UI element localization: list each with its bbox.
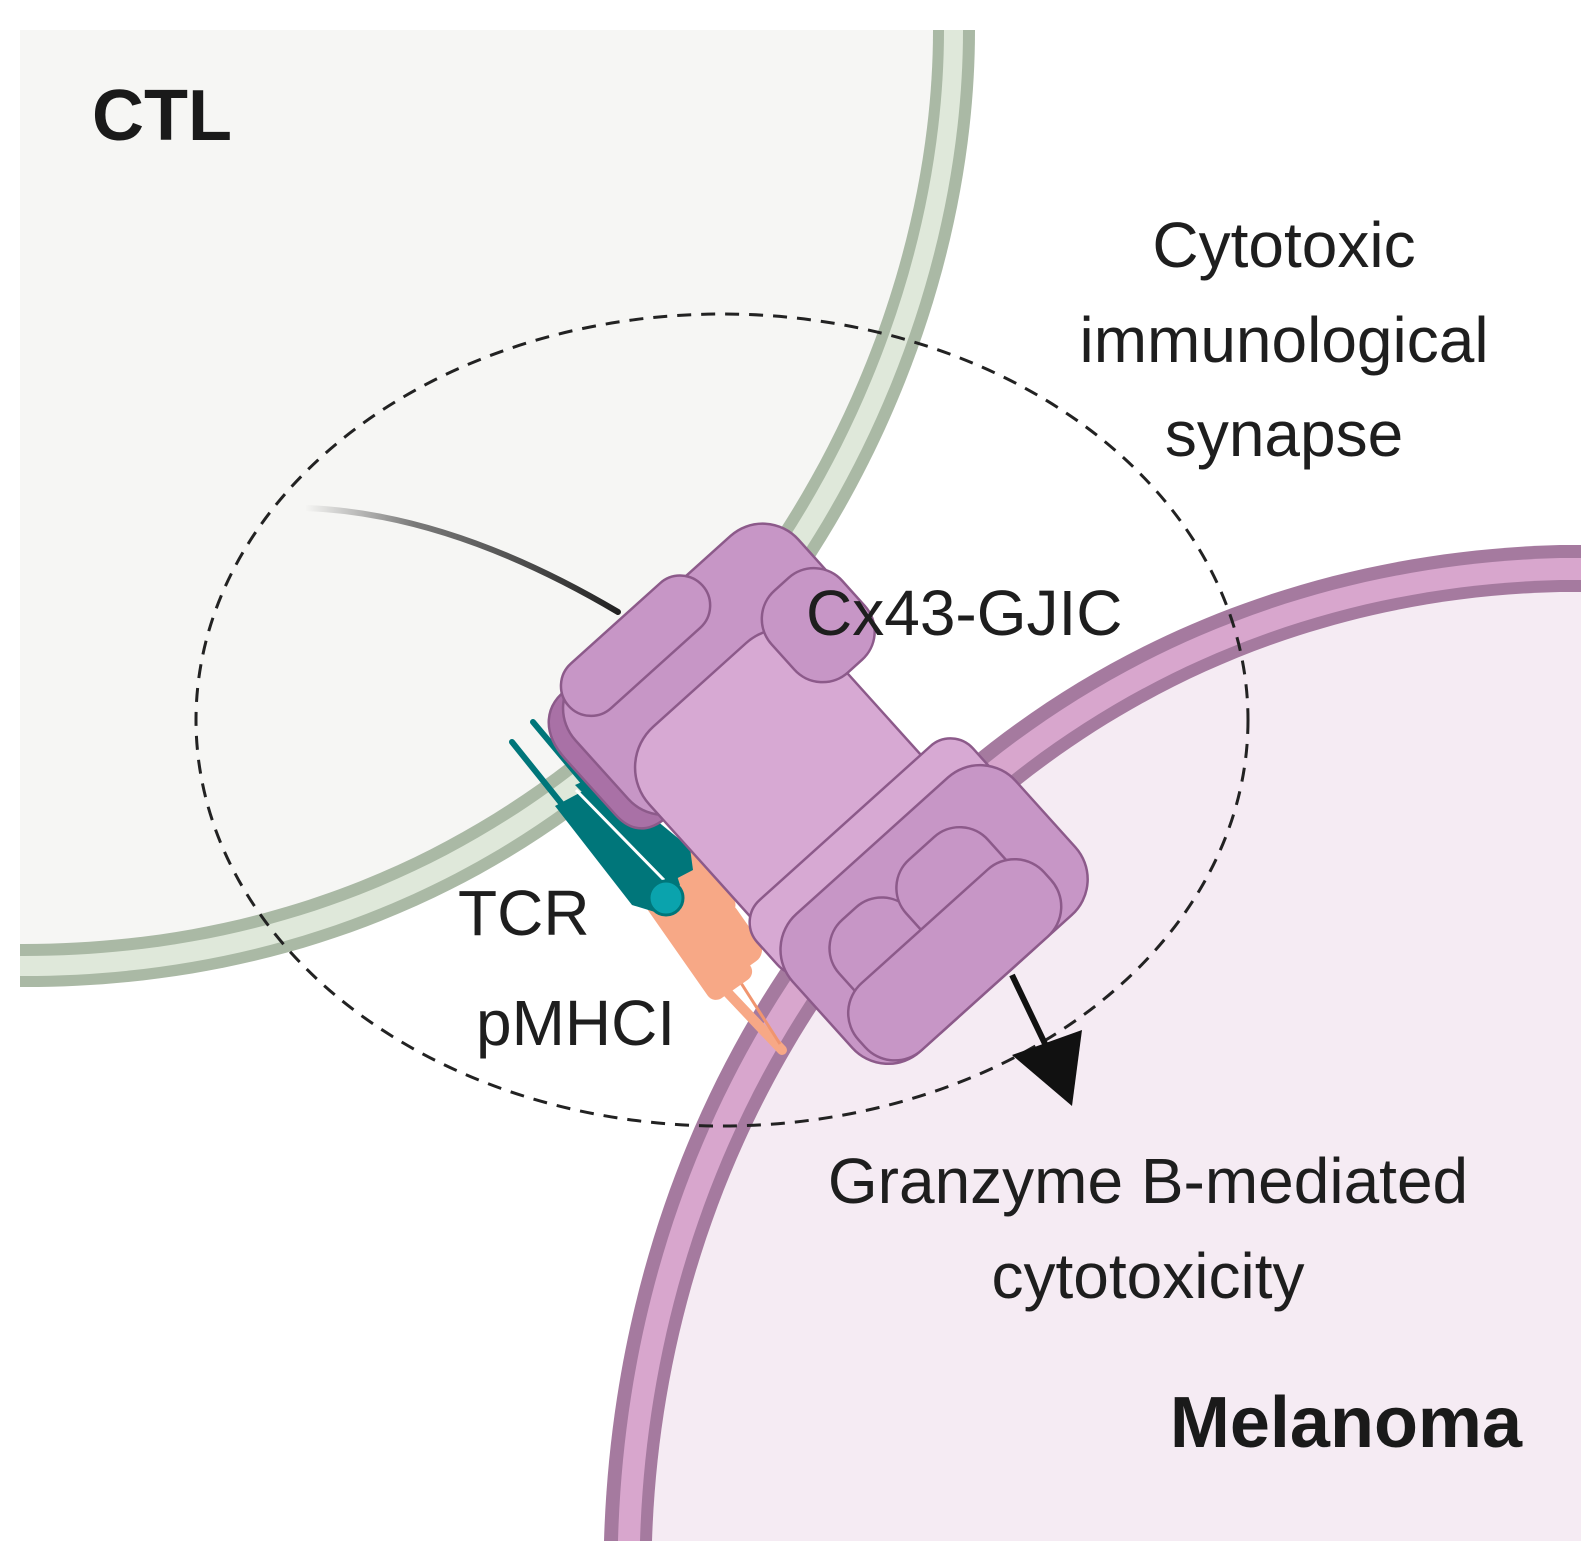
filament-line — [302, 505, 621, 615]
synapse-label-line-1: Cytotoxic — [1152, 209, 1415, 281]
granzyme-label-line-2: cytotoxicity — [992, 1240, 1305, 1312]
ctl-cytoplasm — [20, 30, 933, 945]
pmhc-label: pMHCI — [476, 987, 675, 1059]
synapse-label-line-3: synapse — [1165, 398, 1403, 470]
tcr-binding-dot — [647, 879, 685, 917]
granzyme-label-line-1: Granzyme B-mediated — [828, 1145, 1468, 1217]
tcr-label: TCR — [458, 877, 590, 949]
melanoma-label: Melanoma — [1170, 1383, 1523, 1463]
ctl-label: CTL — [92, 76, 232, 156]
channel-label: Cx43-GJIC — [806, 577, 1123, 649]
synapse-label-line-2: immunological — [1079, 304, 1488, 376]
synapse-boundary — [194, 312, 1250, 1128]
gap-junction-channel-icon — [547, 522, 1089, 1066]
melanoma-cell — [604, 545, 1581, 1541]
ctl-cell — [20, 30, 975, 988]
arrow-down-right-icon — [1009, 973, 1082, 1106]
tcr-pmhc-complex — [509, 719, 787, 1055]
melanoma-cytoplasm — [652, 592, 1581, 1541]
